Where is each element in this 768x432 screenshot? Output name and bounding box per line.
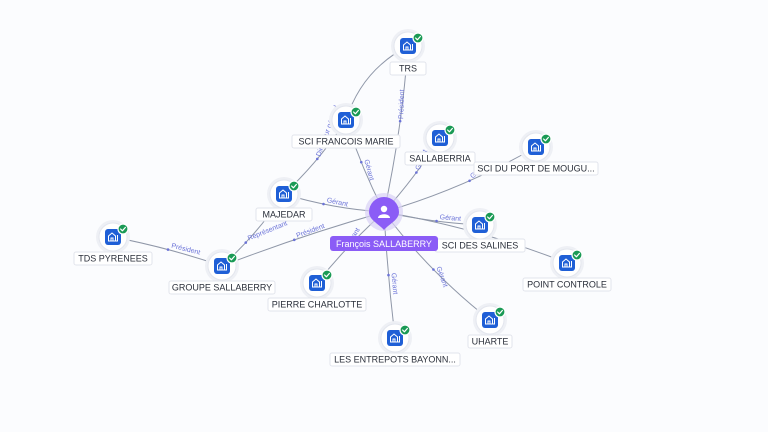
node-label: TDS PYRENEES [78, 254, 148, 264]
node-label-bg [329, 352, 461, 367]
verified-check-icon [288, 180, 300, 192]
node-trs[interactable]: TRS [389, 29, 427, 76]
node-label-bg [404, 151, 476, 166]
edge-arrow [432, 268, 435, 271]
company-icon [387, 330, 403, 346]
company-icon [338, 112, 354, 128]
node-sci-des-salines[interactable]: SCI DES SALINES [434, 208, 526, 253]
edge-arrow [468, 179, 471, 183]
node-sci-du-port[interactable]: SCI DU PORT DE MOUGU... [473, 130, 599, 176]
company-icon [482, 312, 498, 328]
verified-check-icon [321, 269, 333, 281]
company-icon [472, 217, 488, 233]
verified-check-icon [540, 133, 552, 145]
person-icon-head [380, 205, 388, 213]
node-label-bg [522, 277, 612, 292]
node-label: MAJEDAR [262, 210, 306, 220]
verified-check-icon [571, 249, 583, 261]
company-icon [105, 229, 121, 245]
verified-check-icon [494, 306, 506, 318]
edge-arrow [359, 160, 363, 164]
center-node[interactable]: François SALLABERRY [330, 193, 438, 251]
edge-arrow [398, 119, 402, 123]
verified-check-icon [117, 223, 129, 235]
company-icon [309, 275, 325, 291]
node-majedar[interactable]: MAJEDAR [255, 177, 313, 222]
node-label-bg [255, 207, 313, 222]
node-label: TRS [399, 64, 417, 74]
node-label-bg [168, 280, 276, 295]
person-pin-icon [369, 197, 399, 230]
edge-label: Représentant [247, 220, 289, 242]
edge-center-entrepots: Gérant [383, 211, 399, 339]
edge-label: Gérant [435, 266, 449, 289]
company-icon [214, 258, 230, 274]
node-pierre-charlotte[interactable]: PIERRE CHARLOTTE [267, 266, 367, 312]
node-sci-francois-marie[interactable]: SCI FRANCOIS MARIE [291, 103, 401, 149]
edge-label: Gérant [326, 197, 348, 208]
verified-check-icon [412, 32, 424, 44]
edge-label: Gérant [390, 273, 399, 295]
edge-line [221, 211, 385, 267]
edge-arrow [322, 202, 325, 206]
verified-check-icon [399, 324, 411, 336]
node-groupe-sallaberry[interactable]: GROUPE SALLABERRY [168, 249, 276, 295]
node-label-bg [73, 251, 153, 266]
node-label-bg [291, 134, 401, 149]
edge-arrow [244, 241, 248, 244]
edge-arrow [166, 248, 170, 251]
node-sallaberria[interactable]: SALLABERRIA [404, 121, 476, 166]
nodes-layer: TRS SCI FRANCOIS MARIE SALLABERRIA SCI DU P… [73, 29, 612, 367]
verified-check-icon [484, 211, 496, 223]
edge-label: Gérant [439, 214, 461, 223]
node-tds-pyrenees[interactable]: TDS PYRENEES [73, 220, 153, 266]
edge-arrow [292, 238, 296, 242]
node-label: SALLABERRIA [409, 154, 471, 164]
node-label-bg [267, 297, 367, 312]
center-label-bg [330, 236, 438, 251]
edge-line [383, 146, 537, 213]
company-icon [400, 38, 416, 54]
company-icon [432, 130, 448, 146]
verified-check-icon [226, 252, 238, 264]
node-label-bg [467, 334, 513, 349]
edge-arrow [435, 219, 438, 223]
node-label-bg [389, 61, 427, 76]
company-icon [559, 255, 575, 271]
person-icon [378, 214, 390, 218]
edge-arrow [387, 273, 390, 277]
node-entrepots[interactable]: LES ENTREPOTS BAYONN... [329, 321, 461, 367]
verified-check-icon [350, 106, 362, 118]
company-icon [528, 139, 544, 155]
edge-arrow [315, 157, 319, 161]
node-label: LES ENTREPOTS BAYONN... [334, 355, 456, 365]
edge-label: Président [398, 89, 406, 119]
node-label: SCI DU PORT DE MOUGU... [477, 164, 594, 174]
node-label-bg [473, 161, 599, 176]
node-label: SCI FRANCOIS MARIE [298, 137, 393, 147]
node-label: POINT CONTROLE [527, 280, 607, 290]
node-point-controle[interactable]: POINT CONTROLE [522, 246, 612, 292]
verified-check-icon [444, 124, 456, 136]
edge-arrow [415, 171, 418, 174]
node-label: SCI DES SALINES [442, 241, 519, 251]
center-label: François SALLABERRY [336, 239, 432, 249]
company-icon [276, 186, 292, 202]
node-uharte[interactable]: UHARTE [467, 303, 513, 349]
node-label: GROUPE SALLABERRY [172, 283, 272, 293]
node-label: UHARTE [472, 337, 509, 347]
node-label: PIERRE CHARLOTTE [272, 300, 363, 310]
